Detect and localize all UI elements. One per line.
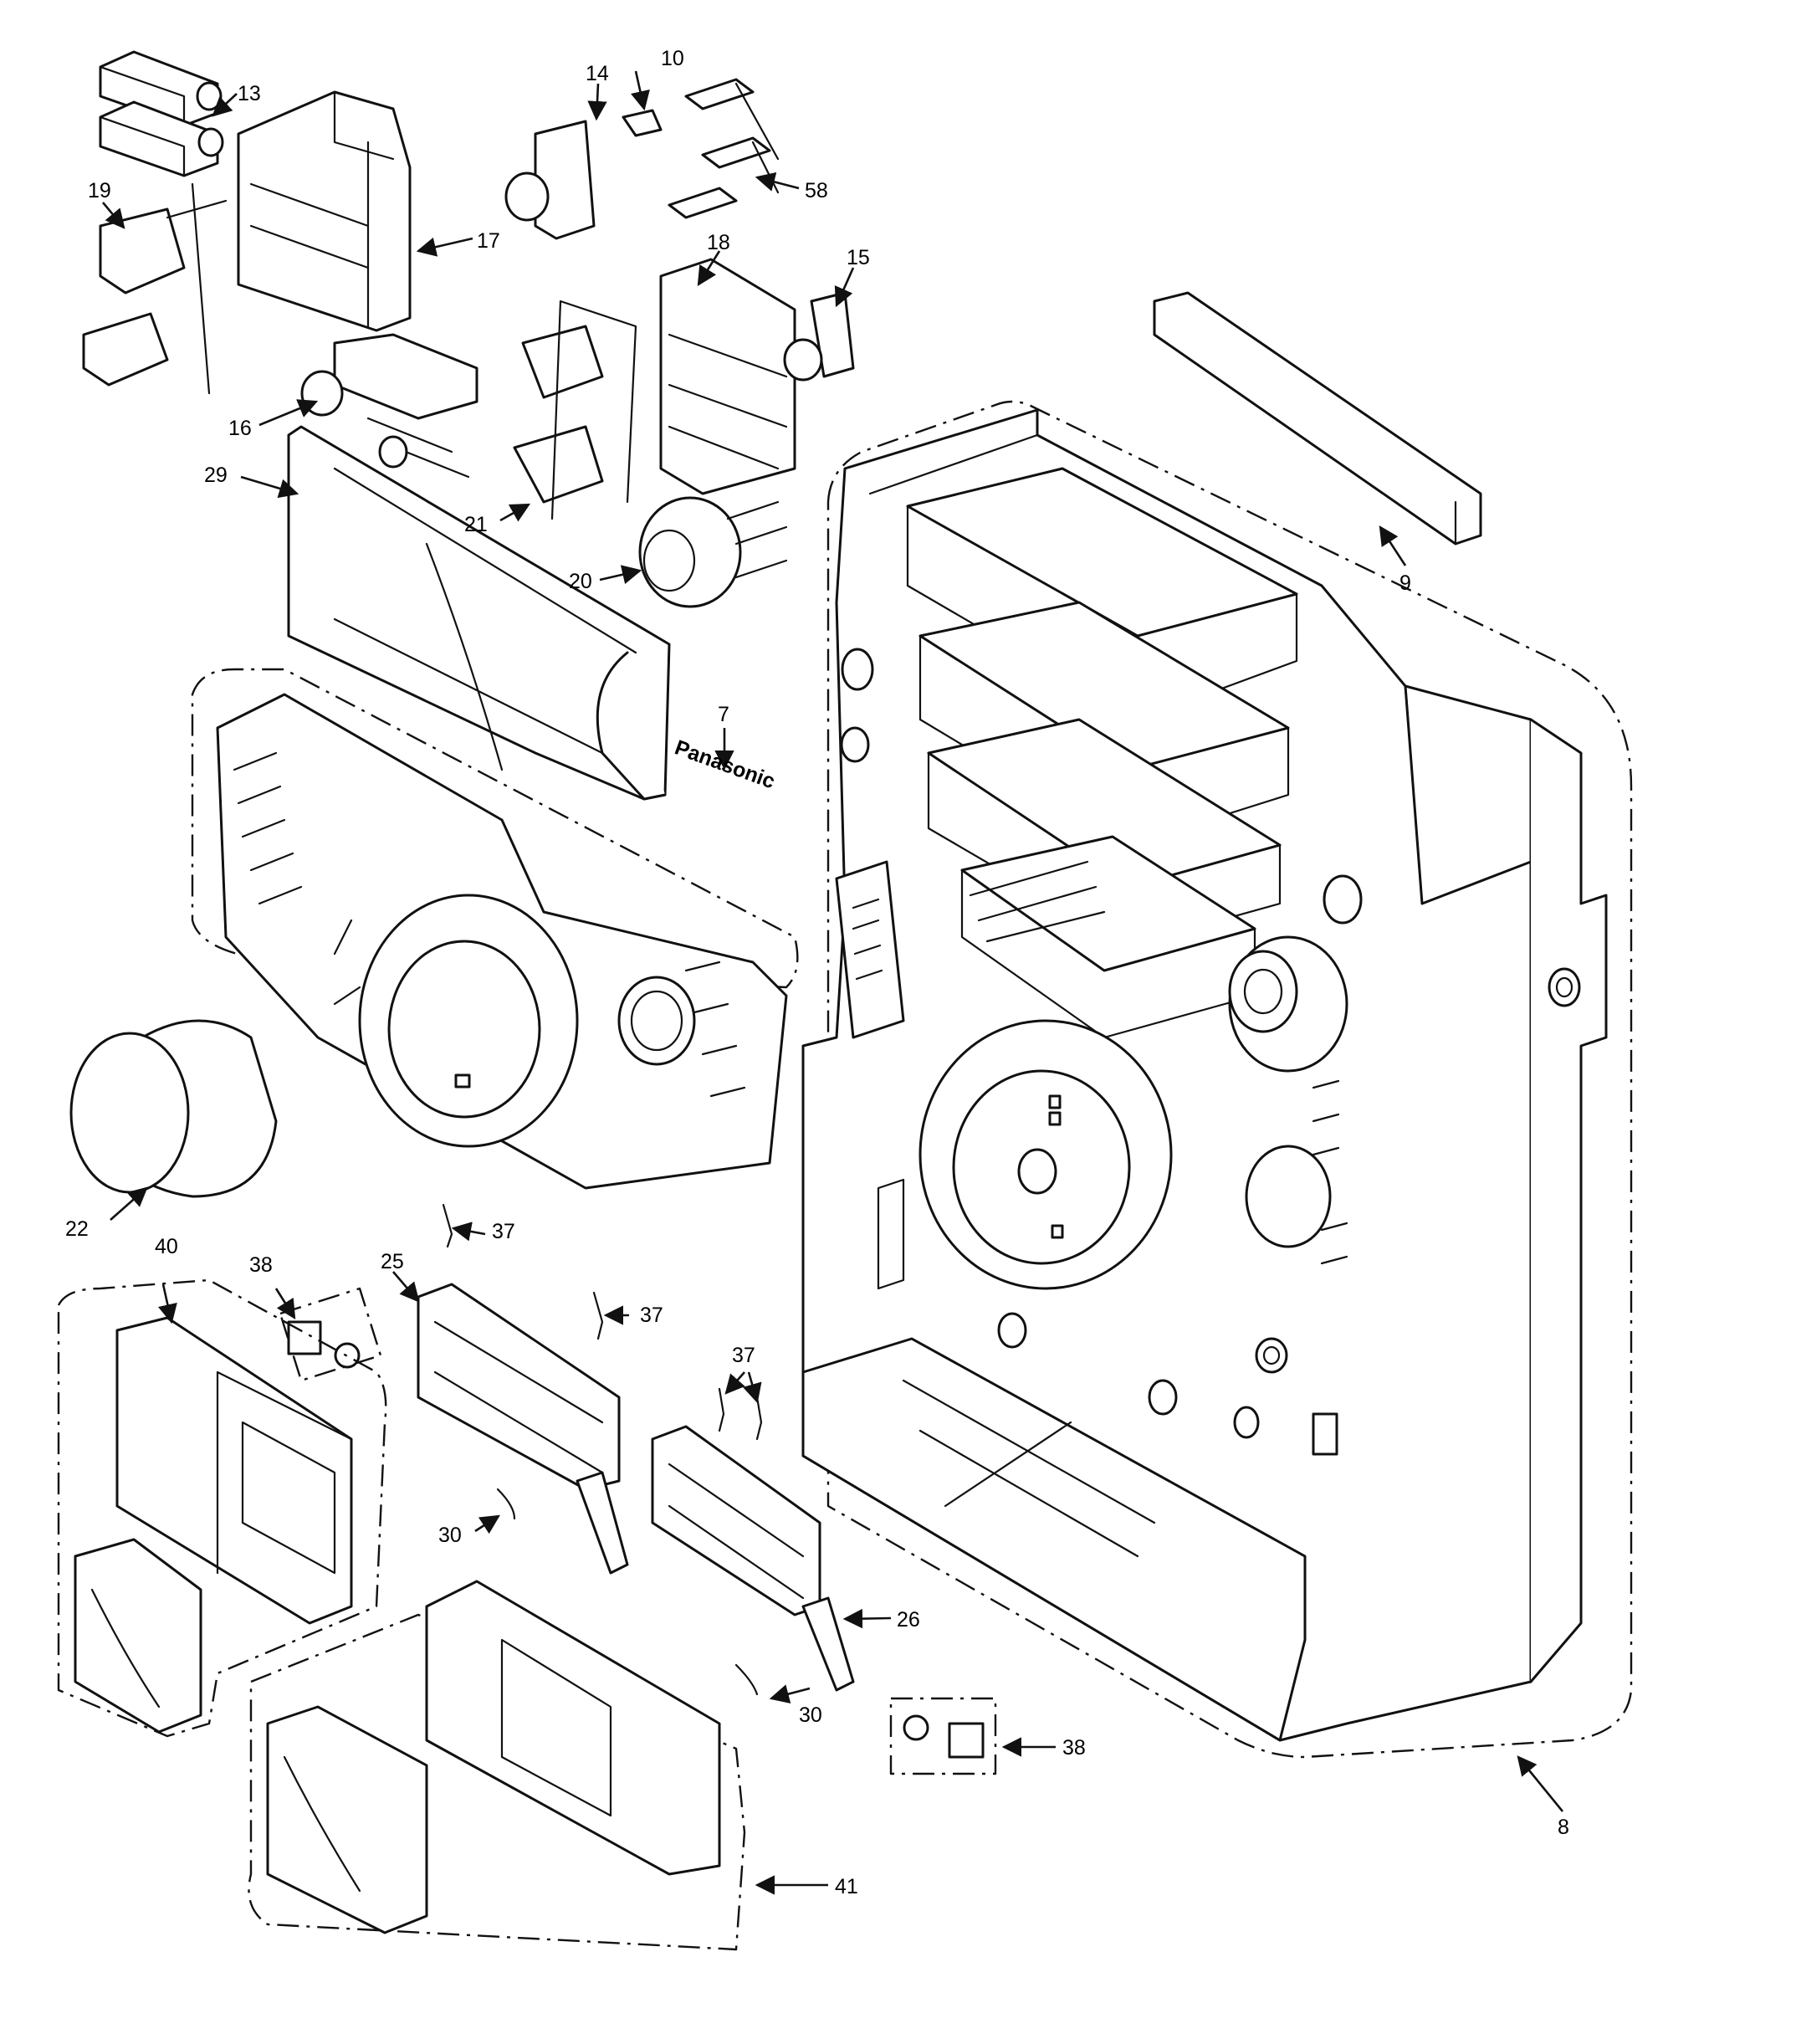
part-16-switch-assembly	[300, 333, 478, 479]
part-13-buttons	[99, 50, 224, 177]
part-20-cylinder	[638, 496, 788, 608]
callout-58: 58	[805, 179, 828, 202]
callout-30-lower: 30	[799, 1703, 822, 1727]
part-25-frame	[417, 1283, 629, 1575]
display-window	[287, 425, 671, 801]
callout-38-top: 38	[249, 1253, 273, 1277]
callout-25: 25	[381, 1250, 404, 1273]
part-15-switch	[783, 291, 855, 382]
callout-19: 19	[88, 179, 111, 202]
top-lid	[1153, 291, 1482, 546]
callout-29: 29	[204, 464, 228, 487]
part-10-clip	[622, 109, 663, 137]
callout-9: 9	[1399, 571, 1411, 595]
main-cabinet	[801, 400, 1633, 1759]
callout-13: 13	[238, 82, 261, 105]
part-18-button-block	[659, 258, 796, 495]
callout-15: 15	[847, 246, 870, 269]
callout-20: 20	[569, 570, 592, 593]
callout-26: 26	[897, 1608, 920, 1632]
callout-37-middle: 37	[640, 1304, 663, 1327]
part-14-switch	[504, 120, 596, 240]
callout-40: 40	[155, 1235, 178, 1258]
part-41-panel-set	[248, 1580, 746, 1951]
part-40-panel-set	[57, 1278, 387, 1738]
part-19-lever	[82, 182, 228, 395]
callout-37-right: 37	[732, 1344, 755, 1367]
callout-37-top: 37	[492, 1220, 515, 1243]
front-panel	[191, 668, 799, 1190]
callout-30-upper: 30	[438, 1524, 462, 1547]
callout-22: 22	[65, 1217, 89, 1241]
part-30-springs	[496, 1488, 759, 1696]
callout-10: 10	[661, 47, 684, 70]
callout-8: 8	[1558, 1816, 1569, 1839]
callout-14: 14	[586, 62, 609, 85]
leader-lines	[102, 70, 1564, 1895]
callout-18: 18	[707, 231, 730, 254]
volume-knob	[69, 1019, 278, 1198]
callout-41: 41	[835, 1875, 858, 1898]
callout-21: 21	[464, 513, 488, 536]
callout-7: 7	[718, 703, 729, 726]
part-38-bottom-holder	[889, 1697, 997, 1775]
part-26-frame	[651, 1425, 855, 1692]
callout-38-bottom: 38	[1062, 1736, 1086, 1760]
part-17-button-holder	[237, 90, 412, 332]
callout-17: 17	[477, 229, 500, 253]
part-21-button-bracket	[513, 300, 637, 520]
callout-16: 16	[228, 417, 252, 440]
part-58-buttons	[668, 78, 780, 219]
